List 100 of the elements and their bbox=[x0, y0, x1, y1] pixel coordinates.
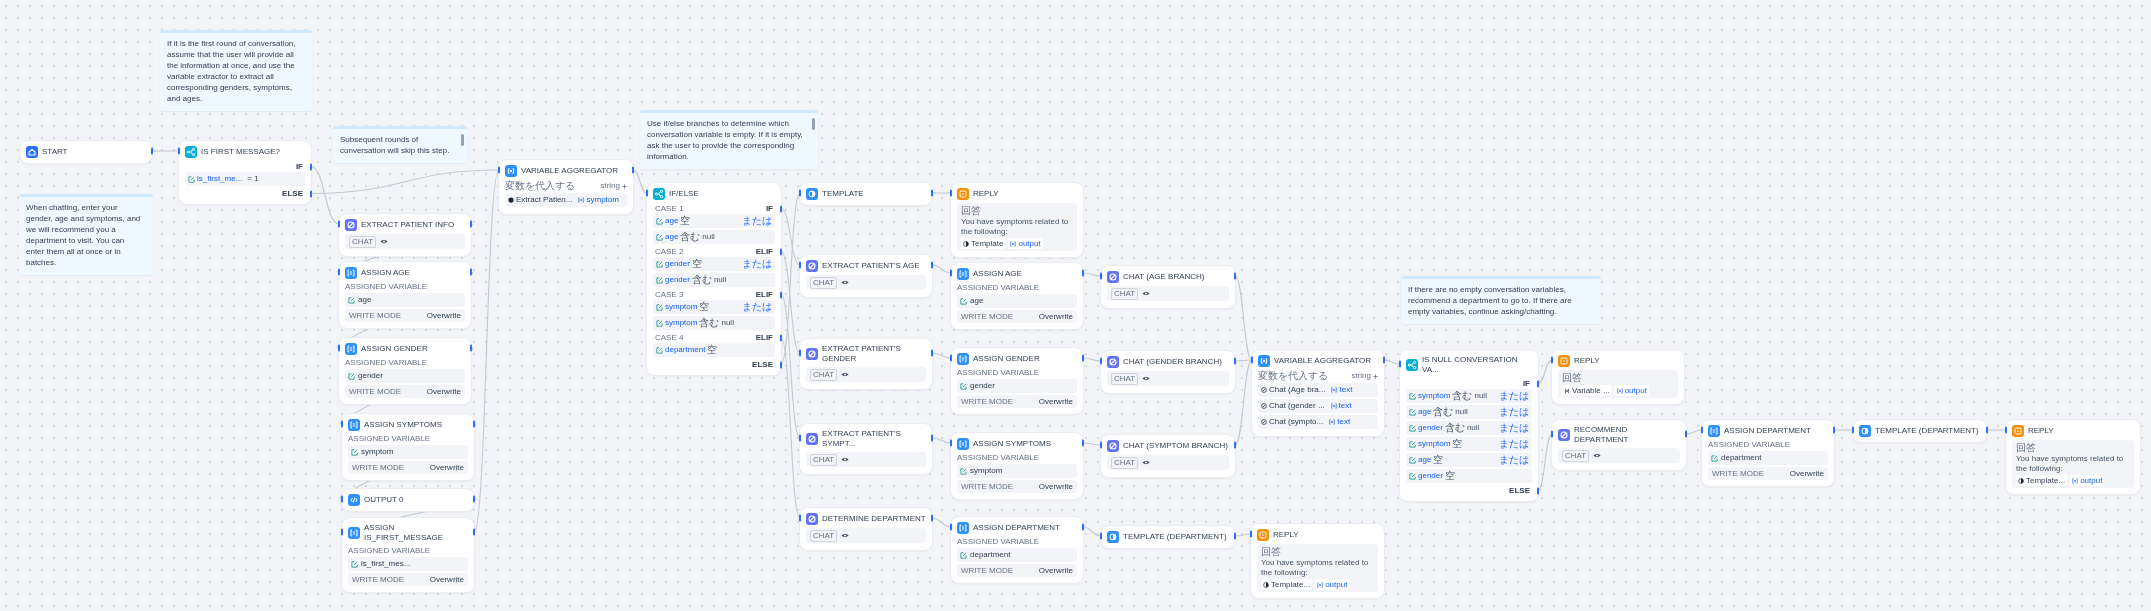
variable-name: gender bbox=[665, 275, 690, 285]
connector bbox=[1685, 429, 1703, 435]
variable-name: text bbox=[1339, 385, 1353, 395]
connector bbox=[632, 169, 648, 194]
operator: 空 bbox=[1444, 470, 1455, 482]
setting-label: WRITE MODE bbox=[961, 311, 1013, 322]
tag-label: Template bbox=[971, 238, 1004, 249]
section-label: ASSIGNED VARIABLE bbox=[347, 434, 432, 444]
section-label: ASSIGNED VARIABLE bbox=[956, 453, 1041, 463]
connector bbox=[1234, 359, 1253, 362]
note-text: Subsequent rounds of conversation will skip this step. bbox=[340, 134, 451, 156]
variable-name: symptom bbox=[665, 318, 698, 328]
node-title: EXTRACT PATIENT'S SYMPT... bbox=[822, 429, 902, 449]
node-title: OUTPUT 0 bbox=[364, 495, 404, 505]
template-node bbox=[800, 183, 932, 205]
connector bbox=[1537, 359, 1553, 385]
tag-label: Variable ... bbox=[1572, 385, 1610, 396]
node-title: ASSIGN SYMPTOMS bbox=[364, 420, 443, 430]
or-label: または bbox=[1499, 422, 1529, 434]
note-text: When chatting, enter your gender, age and symptoms, and we will recommend you a department to visit. You can enter them all at once or in batches. bbox=[26, 202, 142, 268]
operator: = 1 bbox=[247, 174, 259, 184]
variable-name: age bbox=[1418, 455, 1432, 465]
setting-label: WRITE MODE bbox=[352, 574, 404, 585]
tag-label: output bbox=[1325, 579, 1348, 590]
node-title: IS NULL CONVERSATION VA... bbox=[1422, 355, 1519, 375]
template-node bbox=[1101, 526, 1235, 548]
variable-name: department bbox=[1721, 453, 1762, 463]
or-label: または bbox=[1499, 438, 1529, 450]
llm-node bbox=[1101, 266, 1235, 308]
variable-name: symptom bbox=[1418, 439, 1451, 449]
variable-name: text bbox=[1338, 401, 1352, 411]
connector bbox=[931, 264, 952, 274]
node-title: IF/ELSE bbox=[669, 189, 699, 199]
node-title: ASSIGN DEPARTMENT bbox=[1724, 426, 1811, 436]
mode-tag: CHAT bbox=[810, 368, 838, 381]
connector bbox=[1537, 433, 1553, 492]
node-title: IS FIRST MESSAGE? bbox=[201, 147, 280, 157]
setting-label: WRITE MODE bbox=[1712, 468, 1764, 479]
node-title: ASSIGN GENDER bbox=[973, 354, 1040, 364]
section-label: ASSIGNED VARIABLE bbox=[956, 368, 1041, 378]
or-label: または bbox=[742, 215, 772, 227]
variable-name: age bbox=[970, 296, 984, 306]
node-title: ASSIGN IS_FIRST_MESSAGE bbox=[364, 523, 445, 543]
mode-tag: CHAT bbox=[810, 453, 838, 466]
sticky-note bbox=[1401, 276, 1601, 324]
variable-name: symptom bbox=[665, 302, 698, 312]
section-label: ASSIGNED VARIABLE bbox=[344, 282, 429, 292]
llm-node bbox=[800, 255, 932, 297]
assigner-node bbox=[951, 348, 1083, 414]
node-title: ASSIGN SYMPTOMS bbox=[973, 439, 1052, 449]
start-node bbox=[20, 141, 152, 163]
connector bbox=[310, 169, 500, 195]
variable-name: symptom bbox=[1418, 391, 1451, 401]
variable-name: department bbox=[665, 345, 706, 355]
operator: 含む bbox=[680, 231, 701, 243]
condition-node bbox=[179, 141, 311, 204]
answer-node bbox=[1251, 524, 1384, 598]
answer-text: You have symptoms related to the following: bbox=[2016, 454, 2125, 474]
section-label: ASSIGNED VARIABLE bbox=[344, 358, 429, 368]
node-title: DETERMINE DEPARTMENT bbox=[822, 514, 926, 524]
answer-node bbox=[951, 183, 1083, 257]
case-label: CASE 2 bbox=[655, 246, 684, 257]
operator: 含む bbox=[1433, 406, 1454, 418]
branch-label: ELSE bbox=[282, 188, 303, 199]
note-text: If it is the first round of conversation, assume that the user will provide all the information at once, and use the variable extractor to extract all corresponding genders, symptoms, and ages. bbox=[167, 38, 297, 104]
connector bbox=[473, 169, 500, 533]
llm-node bbox=[1101, 351, 1235, 393]
setting-label: WRITE MODE bbox=[352, 462, 404, 473]
answer-node bbox=[2006, 420, 2140, 494]
mode-tag: CHAT bbox=[810, 529, 838, 542]
node-title: ASSIGN GENDER bbox=[361, 344, 428, 354]
value-text: null bbox=[1455, 407, 1468, 417]
section-label: ASSIGNED VARIABLE bbox=[347, 546, 432, 556]
connector bbox=[931, 352, 952, 359]
code-node bbox=[342, 489, 474, 511]
branch-label: IF bbox=[765, 203, 773, 214]
branch-label: ELSE bbox=[752, 359, 773, 370]
connector bbox=[1082, 357, 1102, 362]
variable-name: gender bbox=[358, 371, 383, 381]
source-name: Extract Patien... bbox=[516, 195, 573, 205]
node-title: EXTRACT PATIENT'S GENDER bbox=[822, 344, 902, 364]
aggregator-node bbox=[1252, 350, 1384, 436]
setting-label: WRITE MODE bbox=[961, 396, 1013, 407]
operator: 含む bbox=[1452, 390, 1473, 402]
node-title: RECOMMEND DEPARTMENT bbox=[1574, 425, 1630, 445]
node-title: ASSIGN DEPARTMENT bbox=[973, 523, 1060, 533]
setting-label: WRITE MODE bbox=[961, 481, 1013, 492]
connector bbox=[1234, 275, 1253, 361]
setting-value: Overwrite bbox=[1038, 311, 1073, 322]
value-text: null bbox=[702, 232, 715, 242]
node-title: ASSIGN AGE bbox=[973, 269, 1022, 279]
assigner-node bbox=[951, 263, 1083, 329]
variable-name: symptom bbox=[586, 195, 619, 205]
tag-label: output bbox=[1018, 238, 1041, 249]
node-title: TEMPLATE (DEPARTMENT) bbox=[1123, 532, 1227, 542]
node-title: REPLY bbox=[1574, 356, 1600, 366]
mode-tag: CHAT bbox=[1111, 456, 1139, 469]
branch-label: ELSE bbox=[1509, 485, 1530, 496]
variable-name: gender bbox=[1418, 471, 1443, 481]
setting-value: Overwrite bbox=[1789, 468, 1824, 479]
